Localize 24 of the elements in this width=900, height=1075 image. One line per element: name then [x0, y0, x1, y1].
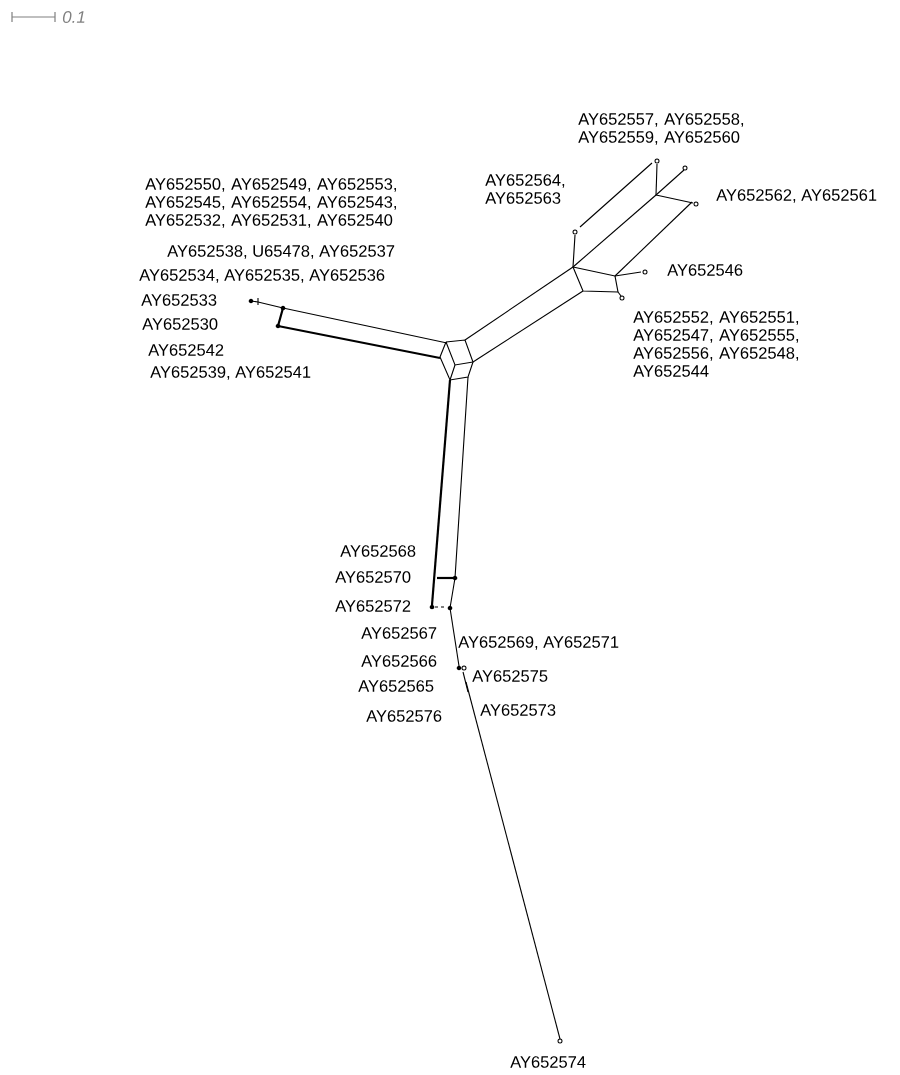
taxon-label: AY652534, AY652535, AY652536 — [139, 269, 385, 283]
taxon-label: AY652550, AY652549, AY652553, AY652545, AY652554, AY652543, AY652532, AY652531, AY652540 — [145, 178, 396, 228]
taxon-label: AY652569, AY652571 — [458, 636, 619, 650]
taxon-label: AY652546 — [667, 264, 743, 276]
taxon-label: AY652568 — [340, 545, 416, 557]
taxon-label: AY652564, AY652563 — [485, 174, 565, 204]
scale-label: 0.1 — [62, 10, 85, 23]
taxon-label: AY652533 — [141, 294, 217, 306]
taxon-label: AY652574 — [510, 1056, 586, 1068]
taxon-label: AY652576 — [366, 710, 442, 722]
taxon-label: AY652566 — [361, 655, 437, 667]
taxon-label: AY652542 — [148, 344, 224, 356]
taxon-label: AY652575 — [472, 670, 548, 682]
taxon-label: AY652572 — [335, 600, 411, 612]
taxon-label: AY652552, AY652551, AY652547, AY652555, AY652556, AY652548, AY652544 — [633, 311, 799, 377]
taxon-label: AY652570 — [335, 571, 411, 583]
taxon-label: AY652573 — [480, 704, 556, 716]
taxon-label: AY652557, AY652558, AY652559, AY652560 — [578, 113, 744, 145]
taxon-label: AY652565 — [358, 680, 434, 692]
taxon-label: AY652530 — [142, 318, 218, 330]
taxon-label: AY652567 — [361, 627, 437, 639]
taxon-label: AY652539, AY652541 — [150, 366, 311, 380]
taxon-label: AY652562, AY652561 — [716, 189, 877, 203]
taxon-label: AY652538, U65478, AY652537 — [167, 245, 395, 259]
